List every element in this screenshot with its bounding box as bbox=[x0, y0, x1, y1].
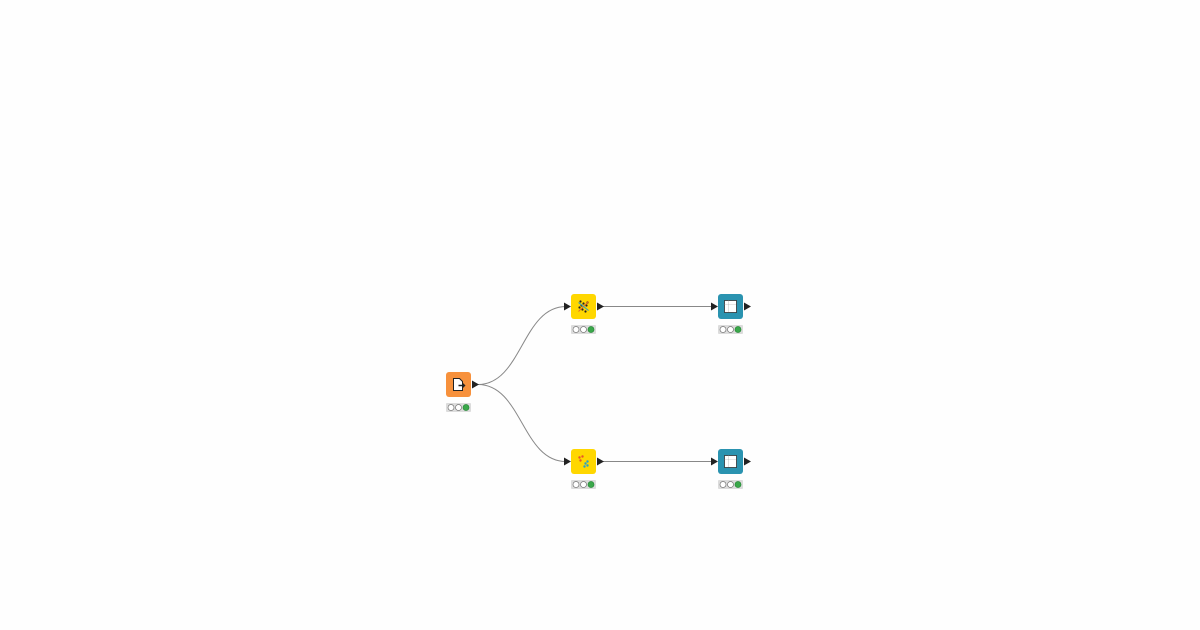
node-status-indicator bbox=[718, 480, 743, 489]
status-light-green bbox=[462, 404, 470, 411]
status-light-off bbox=[719, 481, 727, 488]
output-port-icon[interactable] bbox=[597, 457, 604, 466]
node-body[interactable] bbox=[571, 449, 596, 474]
status-light-off bbox=[727, 481, 734, 488]
output-port-icon[interactable] bbox=[597, 302, 604, 311]
status-light-off bbox=[455, 404, 462, 411]
connection-line[interactable] bbox=[477, 306, 567, 385]
file-reader-icon bbox=[453, 378, 466, 391]
node-status-indicator bbox=[571, 480, 596, 489]
node-manipulator[interactable] bbox=[571, 449, 604, 489]
status-light-off bbox=[727, 326, 734, 333]
table-view-icon bbox=[724, 455, 737, 468]
status-light-off bbox=[719, 326, 727, 333]
cluster-dots-icon bbox=[578, 455, 589, 468]
table-view-icon bbox=[724, 300, 737, 313]
output-port-icon[interactable] bbox=[472, 380, 479, 389]
status-light-off bbox=[447, 404, 455, 411]
node-status-indicator bbox=[446, 403, 471, 412]
node-view[interactable] bbox=[718, 294, 751, 334]
status-light-green bbox=[587, 481, 595, 488]
node-source[interactable] bbox=[446, 372, 479, 412]
status-light-off bbox=[572, 481, 580, 488]
scatter-shuffle-icon bbox=[578, 300, 589, 313]
status-light-green bbox=[587, 326, 595, 333]
input-port-icon[interactable] bbox=[564, 302, 571, 311]
connection-line[interactable] bbox=[477, 384, 567, 462]
status-light-off bbox=[580, 326, 587, 333]
input-port-icon[interactable] bbox=[564, 457, 571, 466]
input-port-icon[interactable] bbox=[711, 457, 718, 466]
node-manipulator[interactable] bbox=[571, 294, 604, 334]
status-light-green bbox=[734, 481, 742, 488]
status-light-off bbox=[580, 481, 587, 488]
input-port-icon[interactable] bbox=[711, 302, 718, 311]
output-port-icon[interactable] bbox=[744, 302, 751, 311]
status-light-green bbox=[734, 326, 742, 333]
status-light-off bbox=[572, 326, 580, 333]
node-status-indicator bbox=[571, 325, 596, 334]
node-view[interactable] bbox=[718, 449, 751, 489]
node-status-indicator bbox=[718, 325, 743, 334]
output-port-icon[interactable] bbox=[744, 457, 751, 466]
